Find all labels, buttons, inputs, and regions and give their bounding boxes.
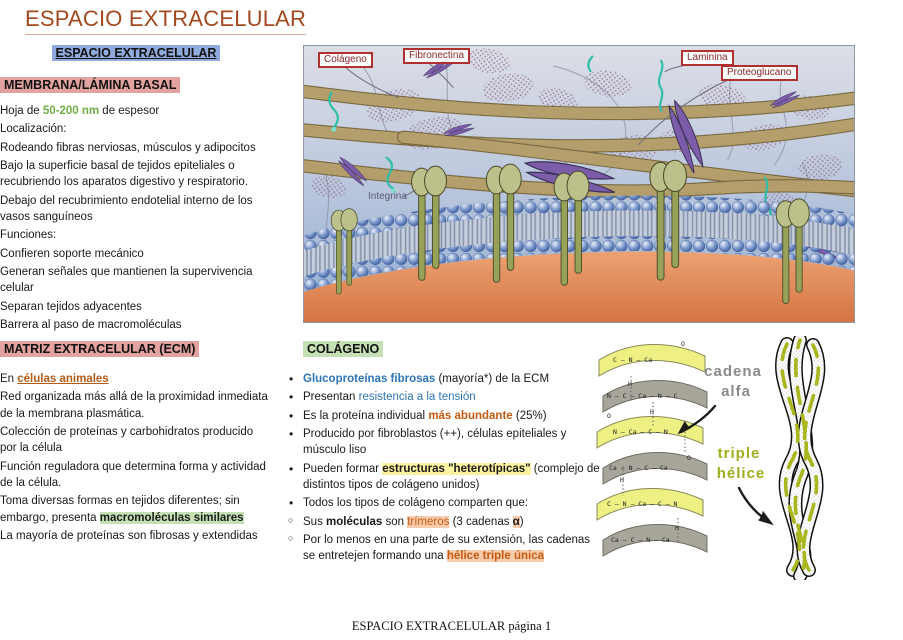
text-run: Pueden formar [303,462,383,475]
heading-matriz-ecm: MATRIZ EXTRACELULAR (ECM) [0,341,200,357]
list-item: Presentan resistencia a la tensión [289,389,603,406]
ribbon-formula-labels: C — N — Ca N — C — Ca — N — C N — Ca — C… [607,340,691,544]
triple-helice-label: triple [718,445,761,462]
list-item: Rodeando fibras nerviosas, músculos y ad… [0,140,272,156]
formula-text: C — N — Ca [613,356,652,364]
subtitle-row: ESPACIO EXTRACELULAR [0,44,272,62]
list-item: Bajo la superficie basal de tejidos epit… [0,158,272,191]
list-item: Localización: [0,121,272,137]
highlight-green-text: 50-200 nm [42,105,100,117]
hydrogen-bonds [622,376,686,542]
text-run: (mayoría*) de la ECM [435,373,550,385]
collagen-helix-illustration: C — N — Ca N — C — Ca — N — C N — Ca — C… [593,336,859,580]
triple-helix-braid [775,336,826,580]
list-item: Función reguladora que determina forma y… [0,459,272,492]
formula-text: Ca — N — C — Ca [609,464,668,472]
atom-o: O [687,454,691,462]
list-item: Sus moléculas son trímeros (3 cadenas α) [288,514,603,530]
integrin-proteins [330,159,810,304]
emphasis-blue-text: Glucoproteínas fibrosas [303,373,436,385]
text-run: Toma diversas formas en tejidos diferent… [0,495,240,524]
text-run: Es la proteína individual [303,409,429,422]
ecm-illustration-art [304,46,854,322]
list-item: Red organizada más allá de la proximidad… [0,389,272,422]
atom-h: H [650,408,654,416]
emphasis-orange-text: más abundante [428,409,513,422]
figure-label-integrina: Integrina [368,191,407,202]
alpha-chain-ribbon [596,343,708,557]
list-item: Colección de proteínas y carbohidratos p… [0,424,272,457]
highlighted-term: α [512,515,520,528]
list-item: Barrera al paso de macromoléculas [0,317,272,333]
text-run: Presentan [303,391,359,404]
text-run: Hoja de [0,105,43,117]
text-run: En [0,373,18,385]
heading-colageno: COLÁGENO [303,341,384,357]
list-item: La mayoría de proteínas son fibrosas y e… [0,528,272,544]
figure-label-laminina: Laminina [681,50,734,66]
collagen-helix-art: C — N — Ca N — C — Ca — N — C N — Ca — C… [596,336,826,580]
text-run: (3 cadenas [449,515,513,528]
list-item: Pueden formar estructuras "heterotípicas… [289,461,603,494]
list-item: Funciones: [0,227,272,243]
heading-membrana-basal: MEMBRANA/LÁMINA BASAL [0,77,181,93]
list-item: Producido por fibroblastos (++), células… [289,426,603,459]
text-run: Sus [303,515,327,528]
list-item: En células animales [0,371,272,387]
atom-o: O [681,340,685,348]
text-run: ) [519,515,524,528]
matriz-list: En células animales Red organizada más a… [0,371,272,546]
bold-text: moléculas [326,515,383,528]
atom-h: H [620,476,624,484]
emphasis-link-text: células animales [17,373,109,385]
triple-helice-label: hélice [717,465,766,482]
list-item: Glucoproteínas fibrosas (mayoría*) de la… [289,371,603,388]
cadena-alfa-label: alfa [721,383,751,400]
text-run: (25%) [512,409,547,422]
page-footer: ESPACIO EXTRACELULAR página 1 [351,619,552,633]
formula-text: Ca — C — N — Ca [611,536,670,544]
list-item: Confieren soporte mecánico [0,246,272,262]
highlighted-term: hélice triple única [446,550,545,563]
colageno-list: Glucoproteínas fibrosas (mayoría*) de la… [288,371,603,567]
figure-label-fibronectina: Fibronectina [403,48,471,64]
atom-h: H [628,380,632,388]
list-item: Generan señales que mantienen la supervi… [0,264,272,297]
atom-o: O [607,412,611,420]
highlighted-term: macromoléculas similares [99,511,244,524]
figure-label-proteoglucano: Proteoglucano [721,65,798,81]
highlighted-term: estructuras "heterotípicas" [382,462,531,475]
formula-text: C — N — Ca — C — N [607,500,678,508]
figure-label-colageno: Colágeno [318,52,373,68]
triple-helice-arrow [737,486,774,526]
text-run: son [382,515,408,528]
page-title: ESPACIO EXTRACELULAR [25,6,307,35]
formula-text: N — Ca — C — N [613,428,668,436]
cadena-alfa-arrow [677,404,717,435]
list-item: Toma diversas formas en tejidos diferent… [0,493,272,526]
highlighted-term: trímeros [407,515,450,528]
membrana-list: Hoja de 50-200 nm de espesor Localizació… [0,103,272,335]
list-item: Separan tejidos adyacentes [0,299,272,315]
page-subtitle: ESPACIO EXTRACELULAR [51,45,221,61]
list-item: Debajo del recubrimiento endotelial inte… [0,193,272,226]
list-item: Por lo menos en una parte de su extensió… [288,532,603,565]
list-item: Es la proteína individual más abundante … [289,408,603,425]
list-item: Todos los tipos de colágeno comparten qu… [289,495,603,512]
ecm-illustration: Colágeno Fibronectina Laminina Proteoglu… [303,45,855,323]
collagen-fibers [304,84,854,198]
cadena-alfa-label: cadena [704,363,762,380]
cytoplasm-region [304,251,854,322]
formula-text: N — C — Ca — N — C [607,392,678,400]
text-run: de espesor [99,105,160,117]
atom-h: H [675,524,679,532]
list-item: Hoja de 50-200 nm de espesor [0,103,272,119]
text-run: Por lo menos en una parte de su extensió… [303,533,591,563]
emphasis-blue-text: resistencia a la tensión [358,391,476,404]
text-run: (complejo de distintos tipos de colágeno… [303,462,600,491]
